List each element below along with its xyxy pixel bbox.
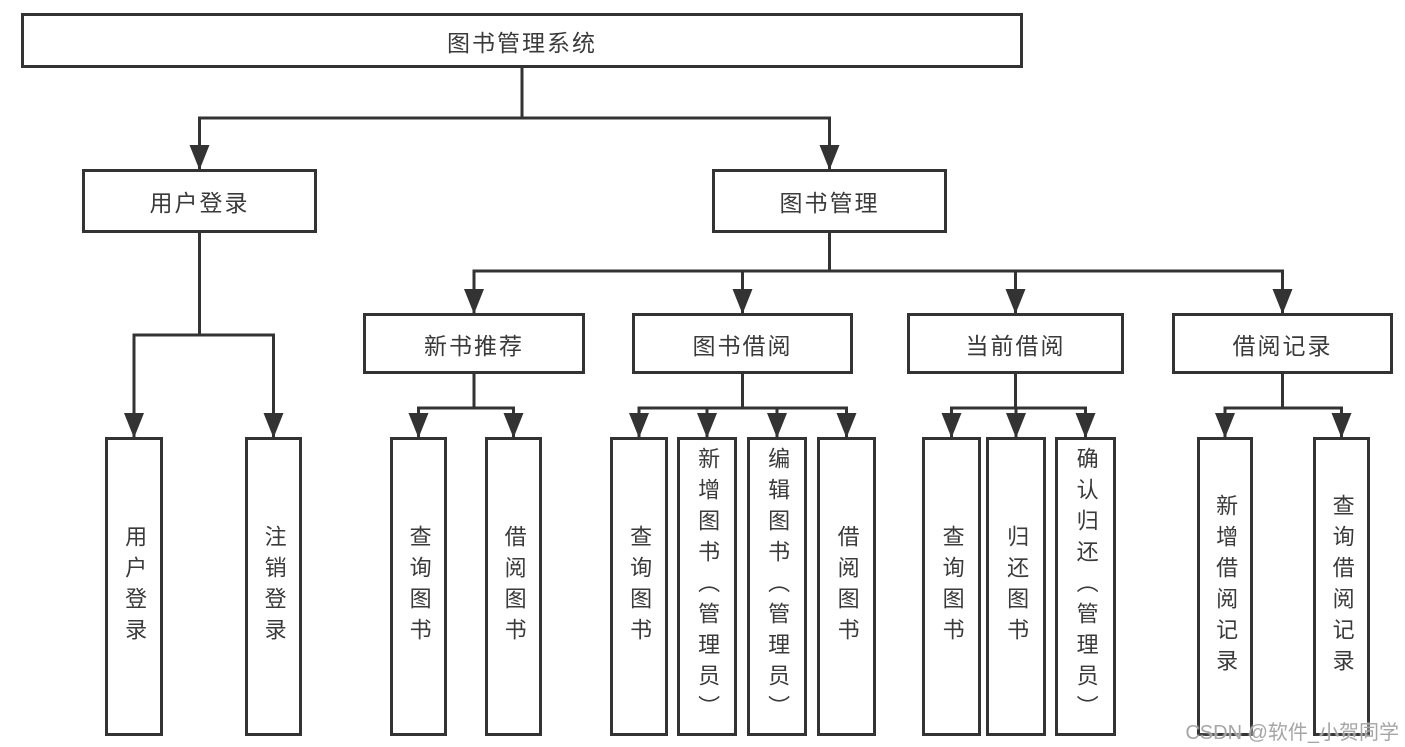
node-label: 用户登录 [122, 524, 148, 649]
arrowhead-icon [767, 413, 787, 438]
node-label: 图书管理 [779, 190, 880, 216]
node-borrow-record: 借阅记录 [1172, 313, 1393, 374]
arrowhead-icon [464, 289, 484, 314]
watermark: CSDN @软件_小贺同学 [1185, 722, 1399, 744]
node-current-borrow: 当前借阅 [907, 313, 1124, 374]
node-label: 借阅图书 [501, 524, 527, 649]
arrowhead-icon [408, 413, 429, 438]
arrowhead-icon [263, 413, 284, 438]
node-label: 查询图书 [627, 524, 653, 649]
node-leaf-br-query: 查询借阅记录 [1313, 437, 1370, 736]
node-label: 确认归还（管理员） [1073, 447, 1099, 726]
node-leaf-user-login: 用户登录 [105, 437, 163, 736]
arrowhead-icon [629, 413, 649, 438]
arrowhead-icon [1006, 413, 1026, 438]
arrowhead-icon [732, 289, 753, 314]
arrowhead-icon [697, 413, 717, 438]
node-user-login: 用户登录 [82, 169, 317, 233]
node-label: 新书推荐 [424, 332, 524, 359]
node-label: 新增借阅记录 [1213, 493, 1239, 680]
node-leaf-bb-borrow: 借阅图书 [817, 437, 876, 736]
node-label: 查询图书 [406, 524, 432, 649]
node-label: 图书管理系统 [447, 29, 597, 56]
arrowhead-icon [941, 413, 962, 438]
arrowhead-icon [836, 413, 857, 438]
arrowhead-icon [1272, 289, 1293, 314]
node-leaf-bb-add: 新增图书（管理员） [677, 437, 737, 736]
node-leaf-logout: 注销登录 [245, 437, 302, 736]
node-leaf-cb-query: 查询图书 [922, 437, 981, 736]
node-label: 查询借阅记录 [1329, 493, 1355, 680]
arrowhead-icon [819, 145, 840, 170]
node-label: 归还图书 [1004, 524, 1030, 649]
arrowhead-icon [1215, 413, 1235, 438]
arrowhead-icon [503, 413, 524, 438]
node-leaf-cb-return: 归还图书 [986, 437, 1046, 736]
node-label: 当前借阅 [965, 332, 1066, 359]
node-label: 图书借阅 [692, 332, 793, 359]
arrowhead-icon [189, 145, 210, 170]
node-label: 注销登录 [261, 524, 287, 649]
arrowhead-icon [124, 413, 144, 438]
node-leaf-nb-borrow: 借阅图书 [485, 437, 542, 736]
node-leaf-nb-query: 查询图书 [390, 437, 447, 736]
node-label: 编辑图书（管理员） [765, 447, 791, 726]
node-label: 用户登录 [149, 190, 250, 216]
node-leaf-bb-query: 查询图书 [610, 437, 668, 736]
node-leaf-br-add: 新增借阅记录 [1197, 437, 1253, 736]
node-book-borrow: 图书借阅 [632, 313, 853, 374]
arrowhead-icon [1005, 289, 1026, 314]
node-label: 新增图书（管理员） [695, 447, 721, 726]
node-label: 借阅图书 [834, 524, 860, 649]
node-new-book-rec: 新书推荐 [363, 313, 585, 374]
node-leaf-cb-confirm: 确认归还（管理员） [1055, 437, 1116, 736]
node-book-mgmt: 图书管理 [712, 169, 947, 233]
arrowhead-icon [1075, 413, 1096, 438]
node-leaf-bb-edit: 编辑图书（管理员） [747, 437, 807, 736]
node-label: 查询图书 [939, 524, 965, 649]
arrowhead-icon [1331, 413, 1352, 438]
node-label: 借阅记录 [1232, 332, 1333, 359]
node-root: 图书管理系统 [21, 13, 1023, 68]
